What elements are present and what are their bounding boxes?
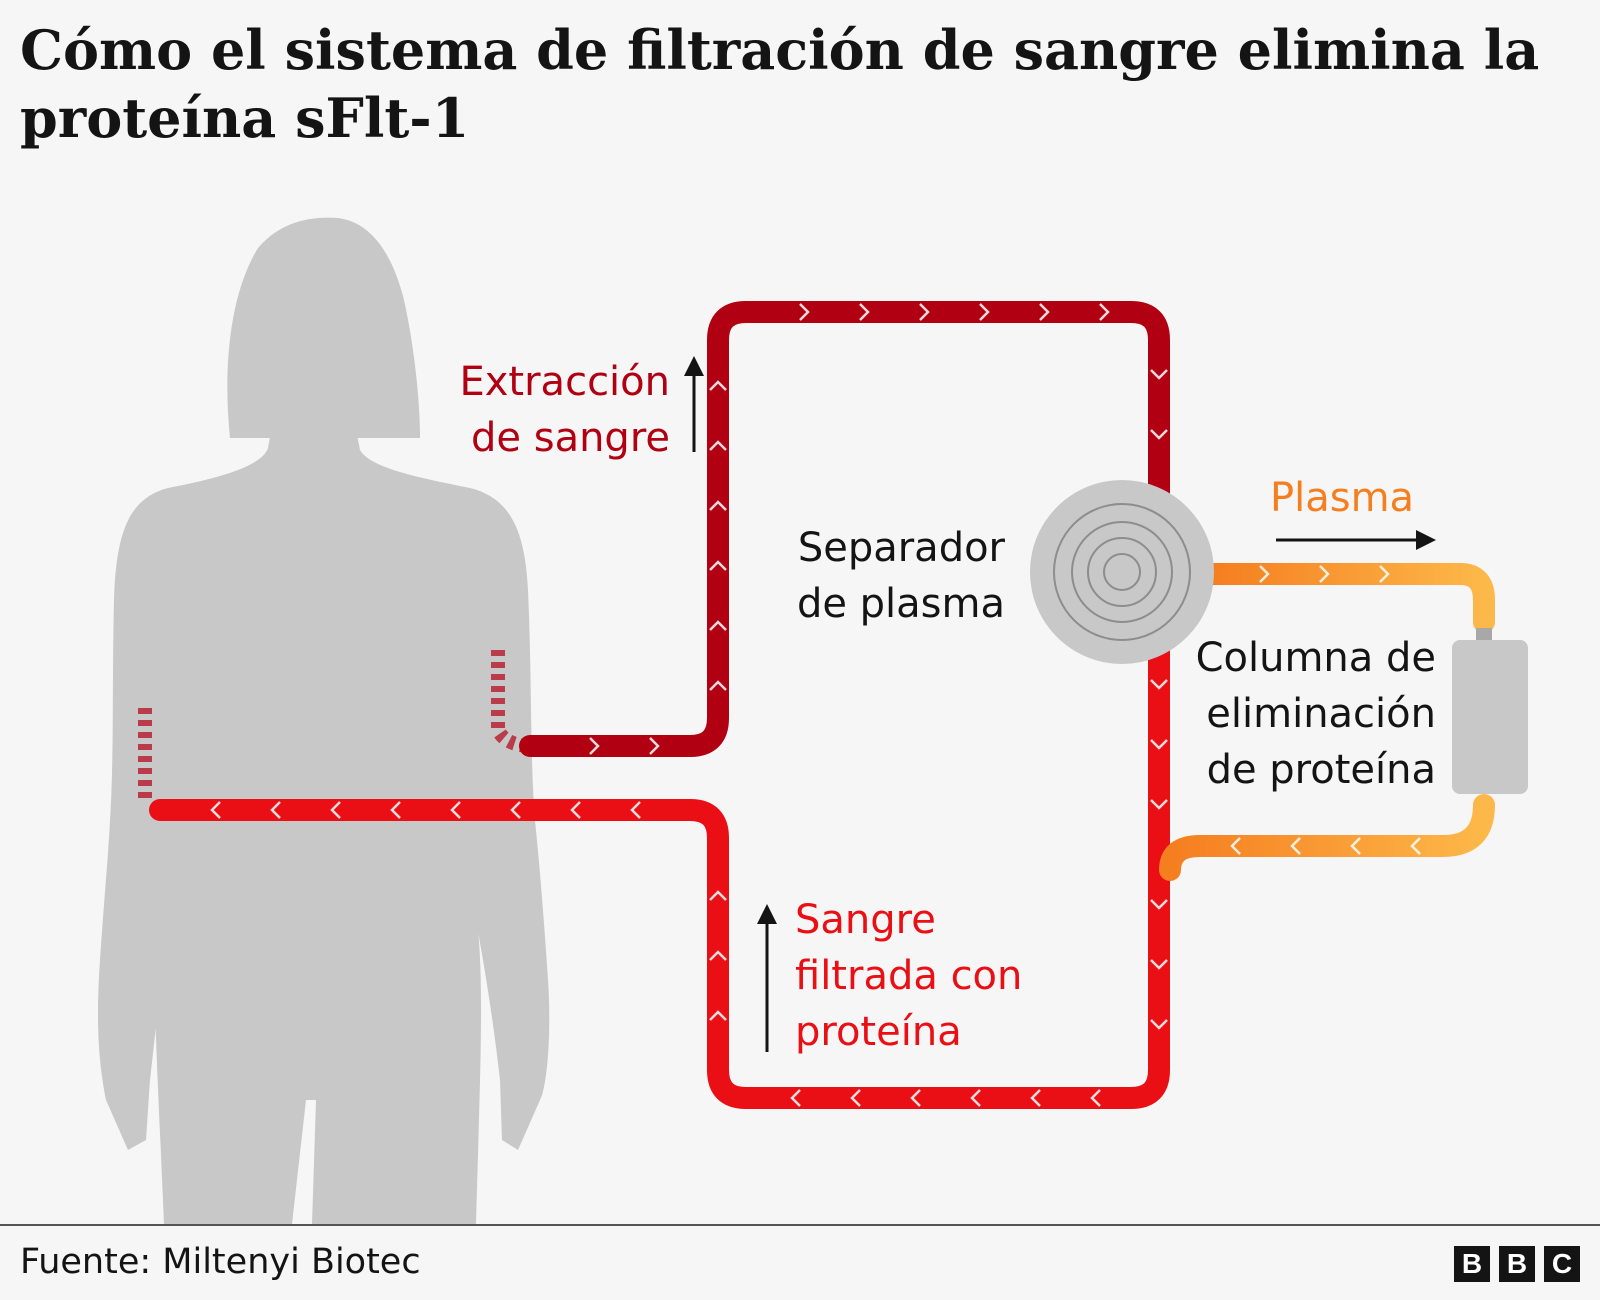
separator-label-line-2: de plasma xyxy=(796,581,1005,627)
column-label: Columna de eliminación de proteína xyxy=(1170,630,1436,798)
bbc-logo: B B C xyxy=(1454,1246,1580,1282)
bbc-logo-letter: B xyxy=(1454,1246,1490,1282)
column-label-line-3: de proteína xyxy=(1206,747,1436,793)
filtered-blood-label-line-3: proteína xyxy=(795,1009,962,1055)
woman-silhouette-icon xyxy=(98,217,550,1224)
source-text: Fuente: Miltenyi Biotec xyxy=(20,1242,421,1282)
column-label-line-2: eliminación xyxy=(1206,691,1436,737)
filtered-blood-label-line-1: Sangre xyxy=(795,897,936,943)
plasma-separator-icon xyxy=(1030,480,1214,664)
bbc-logo-letter: B xyxy=(1499,1246,1535,1282)
extraction-label: Extracción de sangre xyxy=(400,354,670,466)
plasma-label: Plasma xyxy=(1270,475,1415,521)
bbc-logo-letter: C xyxy=(1544,1246,1580,1282)
chart-title: Cómo el sistema de filtración de sangre … xyxy=(20,18,1540,150)
filtered-blood-label-line-2: filtrada con xyxy=(795,953,1023,999)
footer-divider xyxy=(0,1224,1600,1226)
plasma-arrow-icon xyxy=(1276,530,1436,550)
blood-return-tube xyxy=(149,619,1170,1109)
extraction-label-line-1: Extracción xyxy=(459,359,670,405)
separator-label: Separador de plasma xyxy=(740,520,1005,632)
plasma-return-tube xyxy=(1159,794,1495,881)
extraction-label-line-2: de sangre xyxy=(471,415,670,461)
separator-label-line-1: Separador xyxy=(797,525,1005,571)
column-label-line-1: Columna de xyxy=(1195,635,1436,681)
plasma-tube xyxy=(1201,563,1495,633)
blood-circuit xyxy=(138,301,1495,1109)
protein-removal-column-icon xyxy=(1452,628,1528,794)
filtered-blood-label: Sangre filtrada con proteína xyxy=(795,892,1022,1060)
filtered-arrow-icon xyxy=(757,904,777,1052)
extraction-arrow-icon xyxy=(684,356,704,452)
blood-extraction-tube xyxy=(519,301,1170,757)
arm-needle-right xyxy=(491,650,531,753)
